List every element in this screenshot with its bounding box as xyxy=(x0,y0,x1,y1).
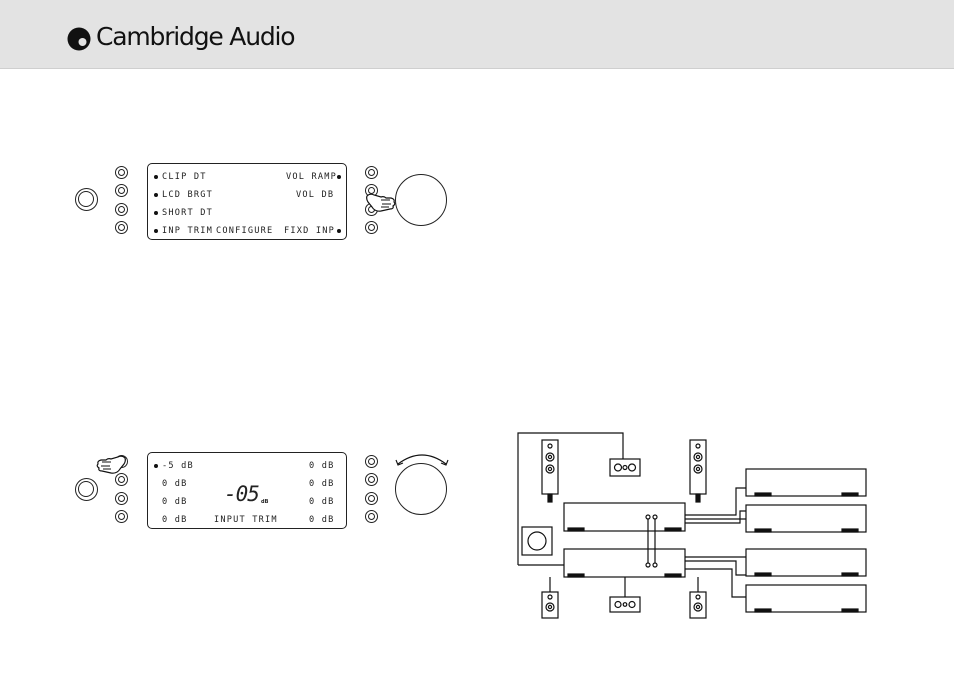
lcd-left-label-3: SHORT DT xyxy=(162,208,213,218)
lcd-left-label-1: CLIP DT xyxy=(162,172,207,182)
right-menu-button-4[interactable] xyxy=(365,510,378,523)
source-component-icon xyxy=(746,469,866,496)
power-button[interactable] xyxy=(75,478,98,501)
lcd-readout-unit: dB xyxy=(261,499,268,505)
indicator-dot xyxy=(337,175,341,179)
lcd-right-value-4: 0 dB xyxy=(309,515,335,525)
left-menu-button-2[interactable] xyxy=(115,184,128,197)
right-menu-button-2[interactable] xyxy=(365,473,378,486)
left-menu-button-1[interactable] xyxy=(115,166,128,179)
speaker-icon xyxy=(610,459,640,476)
cambridge-audio-logo-icon xyxy=(67,27,91,51)
indicator-dot xyxy=(154,193,158,197)
lcd-left-value-3: 0 dB xyxy=(162,497,188,507)
source-component-icon xyxy=(746,549,866,576)
lcd-mode-label: CONFIGURE xyxy=(216,226,273,236)
right-menu-button-3[interactable] xyxy=(365,492,378,505)
lcd-left-value-1: -5 dB xyxy=(162,461,194,471)
lcd-right-value-3: 0 dB xyxy=(309,497,335,507)
right-menu-button-1[interactable] xyxy=(365,455,378,468)
system-connection-diagram xyxy=(510,425,870,625)
brand-name: Cambridge Audio xyxy=(96,22,294,51)
lcd-left-value-2: 0 dB xyxy=(162,479,188,489)
lcd-right-value-1: 0 dB xyxy=(309,461,335,471)
volume-knob[interactable] xyxy=(395,463,447,515)
subwoofer-icon xyxy=(522,527,552,555)
lcd-display: -5 dB 0 dB 0 dB 0 dB -05 dB 0 dB 0 dB 0 … xyxy=(147,452,347,529)
amplifier-icon xyxy=(564,503,685,531)
speaker-icon xyxy=(542,440,558,502)
lcd-right-label-2: VOL DB xyxy=(296,190,334,200)
right-menu-button-4[interactable] xyxy=(365,221,378,234)
source-component-icon xyxy=(746,585,866,612)
lcd-right-label-4: FIXD INP xyxy=(284,226,335,236)
lcd-left-value-4: 0 dB xyxy=(162,515,188,525)
left-menu-button-3[interactable] xyxy=(115,203,128,216)
lcd-right-label-1: VOL RAMP xyxy=(286,172,337,182)
right-menu-button-1[interactable] xyxy=(365,166,378,179)
speaker-icon xyxy=(542,592,558,618)
left-menu-button-4[interactable] xyxy=(115,510,128,523)
indicator-dot xyxy=(154,175,158,179)
left-menu-button-4[interactable] xyxy=(115,221,128,234)
speaker-icon xyxy=(690,440,706,502)
pointing-hand-icon xyxy=(96,450,128,476)
lcd-mode-label: INPUT TRIM xyxy=(214,515,278,525)
indicator-dot xyxy=(154,464,158,468)
speaker-icon xyxy=(610,597,640,612)
pointing-hand-icon xyxy=(364,188,398,214)
source-component-icon xyxy=(746,505,866,532)
amplifier-icon xyxy=(564,549,685,577)
lcd-left-label-2: LCD BRGT xyxy=(162,190,213,200)
left-menu-button-3[interactable] xyxy=(115,492,128,505)
indicator-dot xyxy=(154,229,158,233)
lcd-display: CLIP DT LCD BRGT SHORT DT INP TRIM VOL R… xyxy=(147,163,347,240)
indicator-dot xyxy=(154,211,158,215)
lcd-right-value-2: 0 dB xyxy=(309,479,335,489)
speaker-icon xyxy=(690,592,706,618)
power-button[interactable] xyxy=(75,188,98,211)
rotate-arrow-icon xyxy=(392,448,452,468)
header-bar: Cambridge Audio xyxy=(0,0,954,69)
volume-knob[interactable] xyxy=(395,174,447,226)
indicator-dot xyxy=(337,229,341,233)
lcd-trim-readout: -05 xyxy=(224,483,259,505)
lcd-left-label-4: INP TRIM xyxy=(162,226,213,236)
